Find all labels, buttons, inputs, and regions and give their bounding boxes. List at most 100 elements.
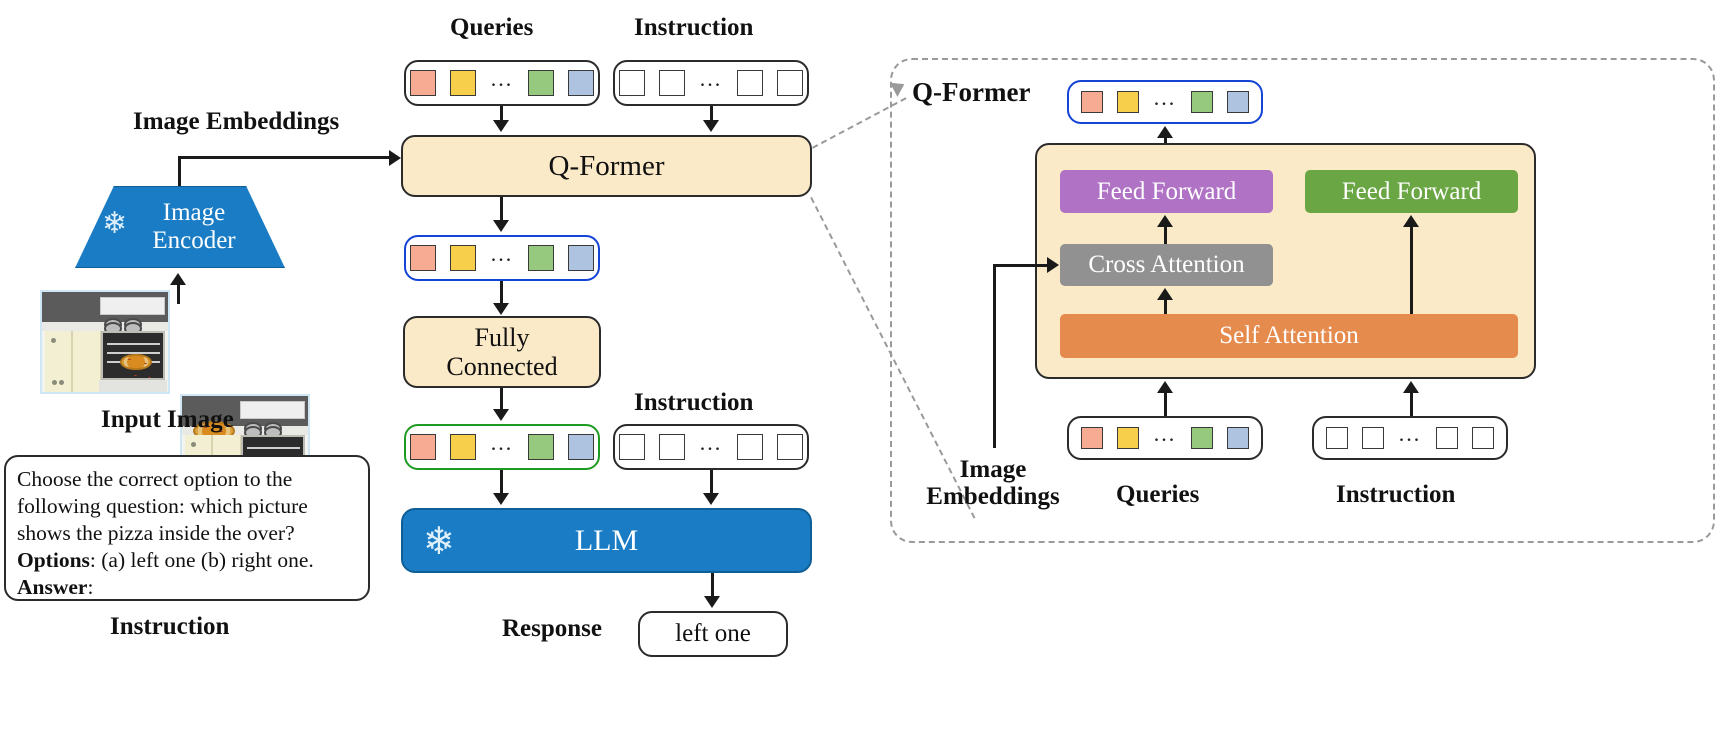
detail-instruction-token-strip[interactable]: ... <box>1312 416 1508 460</box>
query-token-4 <box>1227 91 1250 113</box>
embeddings-line-vertical <box>178 156 181 186</box>
query-token-3 <box>528 434 555 460</box>
query-token-2 <box>449 245 476 271</box>
instruction-to-llm-arrowhead <box>703 493 719 505</box>
self-to-ff-right-arrowhead <box>1403 215 1419 227</box>
instruction-label-top: Instruction <box>634 14 754 41</box>
tokens-to-llm-arrowhead <box>493 493 509 505</box>
detail-embeddings-line-horizontal <box>993 264 1048 267</box>
snowflake-icon: ❄ <box>102 207 128 240</box>
detail-queries-label: Queries <box>1116 481 1200 508</box>
query-token-1 <box>409 70 436 96</box>
snowflake-icon: ❄ <box>423 521 455 563</box>
queries-to-qformer-arrowhead <box>493 120 509 132</box>
embeddings-line-horizontal <box>178 156 390 159</box>
instruction-token-3 <box>737 70 764 96</box>
detail-embeddings-line-vertical <box>993 264 996 448</box>
tokens-to-fc-line <box>500 281 503 307</box>
query-token-4 <box>568 245 595 271</box>
cross-attention-label: Cross Attention <box>1088 251 1245 278</box>
query-token-4 <box>1227 427 1250 449</box>
image-to-encoder-line <box>177 282 180 304</box>
llm-to-response-arrowhead <box>704 596 720 608</box>
query-token-3 <box>1191 91 1214 113</box>
llm-block[interactable]: ❄ LLM <box>401 508 812 573</box>
fc-to-tokens-line <box>500 388 503 412</box>
response-box[interactable]: left one <box>638 611 788 657</box>
answer-value: : <box>87 574 94 599</box>
input-image-label: Input Image <box>101 406 234 433</box>
qformer-block[interactable]: Q-Former <box>401 135 812 197</box>
detail-instruction-label: Instruction <box>1336 481 1456 508</box>
detail-embeddings-line-1: Image <box>959 456 1027 483</box>
instruction-token-strip-top[interactable]: ... <box>613 60 809 106</box>
detail-output-token-strip[interactable]: ... <box>1067 80 1263 124</box>
detail-embeddings-line-2: Embeddings <box>926 483 1060 510</box>
instruction-token-1 <box>618 70 645 96</box>
detail-image-embeddings-label: Image Embeddings <box>900 456 1086 510</box>
instruction-token-2 <box>658 70 685 96</box>
instruction-to-qformer-line <box>710 106 713 124</box>
instruction-token-1 <box>618 434 645 460</box>
query-token-2 <box>449 70 476 96</box>
projected-token-strip[interactable]: ... <box>404 424 600 470</box>
qformer-output-token-strip[interactable]: ... <box>404 235 600 281</box>
feed-forward-right-label: Feed Forward <box>1341 177 1482 205</box>
query-token-4 <box>568 434 595 460</box>
cross-to-ff-arrowhead <box>1157 215 1173 227</box>
query-token-1 <box>1080 427 1103 449</box>
tokens-to-fc-arrowhead <box>493 303 509 315</box>
instruction-options-line: Options: (a) left one (b) right one. <box>17 547 357 574</box>
cross-to-ff-line <box>1164 225 1167 253</box>
queries-token-strip-top[interactable]: ... <box>404 60 600 106</box>
instruction-token-4 <box>1472 427 1495 449</box>
query-token-2 <box>449 434 476 460</box>
self-attention-label: Self Attention <box>1219 322 1359 349</box>
image-to-encoder-arrowhead <box>170 273 186 285</box>
input-image-left[interactable] <box>40 290 170 394</box>
qformer-to-tokens-line <box>500 197 503 223</box>
detail-queries-token-strip[interactable]: ... <box>1067 416 1263 460</box>
detail-instruction-to-self-arrowhead <box>1403 381 1419 393</box>
image-encoder-block[interactable]: ❄ Image Encoder <box>75 186 285 268</box>
response-label: Response <box>502 615 603 642</box>
answer-key: Answer <box>17 574 88 599</box>
detail-embeddings-arrowhead <box>1047 257 1059 273</box>
self-to-cross-line <box>1164 297 1167 323</box>
self-to-ff-right-line <box>1410 225 1413 317</box>
query-token-4 <box>568 70 595 96</box>
fully-connected-block[interactable]: Fully Connected <box>403 316 601 388</box>
query-token-3 <box>528 245 555 271</box>
queries-label-top: Queries <box>450 14 534 41</box>
instruction-label-mid: Instruction <box>634 389 754 416</box>
instruction-token-strip-mid[interactable]: ... <box>613 424 809 470</box>
query-token-3 <box>528 70 555 96</box>
instruction-token-1 <box>1325 427 1348 449</box>
instruction-token-2 <box>1361 427 1384 449</box>
response-value: left one <box>675 620 751 647</box>
qformer-detail-title: Q-Former <box>912 77 1031 107</box>
self-to-cross-arrowhead <box>1157 288 1173 300</box>
instruction-line-3: shows the pizza inside the over? <box>17 520 295 545</box>
qformer-detail-panel <box>890 58 1715 543</box>
instruction-token-2 <box>658 434 685 460</box>
feed-forward-right-block[interactable]: Feed Forward <box>1305 170 1518 213</box>
detail-instruction-to-self-line <box>1410 390 1413 420</box>
instruction-to-qformer-arrowhead <box>703 120 719 132</box>
options-key: Options <box>17 547 90 572</box>
embeddings-arrowhead <box>389 149 401 166</box>
cross-attention-block[interactable]: Cross Attention <box>1060 244 1273 286</box>
tokens-to-llm-line <box>500 470 503 496</box>
feed-forward-left-block[interactable]: Feed Forward <box>1060 170 1273 213</box>
query-token-1 <box>409 434 436 460</box>
queries-to-qformer-line <box>500 106 503 124</box>
options-value: : (a) left one (b) right one. <box>89 547 314 572</box>
query-token-2 <box>1116 427 1139 449</box>
instruction-card-label: Instruction <box>110 613 230 640</box>
instruction-token-4 <box>777 70 804 96</box>
image-embeddings-label: Image Embeddings <box>133 108 340 135</box>
query-token-1 <box>409 245 436 271</box>
self-attention-block[interactable]: Self Attention <box>1060 314 1518 358</box>
instruction-token-3 <box>1436 427 1459 449</box>
fully-connected-label-2: Connected <box>446 352 558 381</box>
